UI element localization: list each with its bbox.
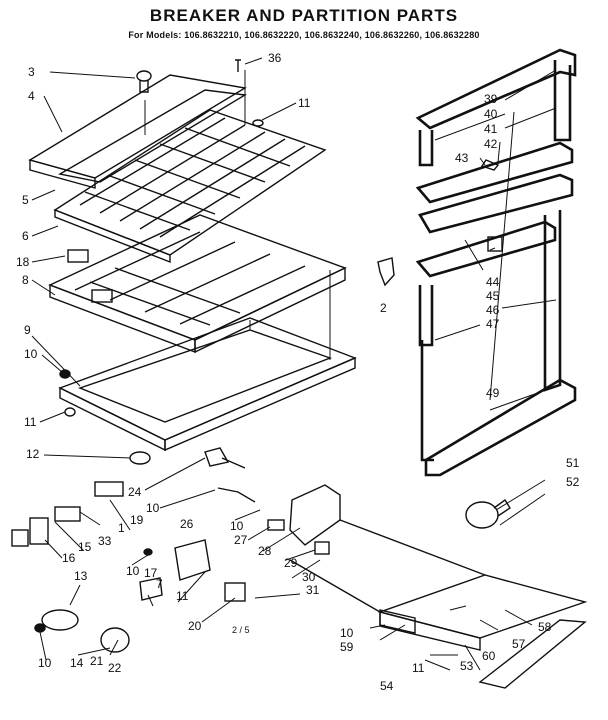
callout-24: 24	[128, 485, 142, 499]
callout-39: 39	[484, 92, 498, 106]
partition-tray	[48, 214, 347, 354]
callout-11-d: 11	[412, 661, 425, 675]
callout-21: 21	[90, 654, 104, 668]
callout-8: 8	[22, 273, 29, 287]
callout-10-e: 10	[340, 626, 354, 640]
callout-29: 29	[284, 556, 298, 570]
callout-2: 2	[380, 301, 387, 315]
callout-33: 33	[98, 534, 112, 548]
model-numbers: For Models: 106.8632210, 106.8632220, 10…	[128, 30, 480, 40]
callout-13: 13	[74, 569, 88, 583]
callout-47: 47	[486, 317, 500, 331]
callout-51: 51	[566, 456, 580, 470]
callout-9: 9	[24, 323, 31, 337]
callout-60: 60	[482, 649, 496, 663]
diagram-title: BREAKER AND PARTITION PARTS	[149, 6, 459, 25]
callout-22: 22	[108, 661, 122, 675]
callout-10-frame: 10	[24, 347, 38, 361]
callout-57: 57	[512, 637, 526, 651]
callout-11-frame: 11	[24, 415, 37, 429]
clip-part-2	[377, 257, 395, 287]
callout-52: 52	[566, 475, 580, 489]
callout-58: 58	[538, 620, 552, 634]
callout-1: 1	[118, 521, 125, 535]
callout-3: 3	[28, 65, 35, 79]
bottom-frame	[58, 317, 357, 452]
callout-4: 4	[28, 89, 35, 103]
callout-49: 49	[486, 386, 500, 400]
leader-lines	[31, 57, 561, 671]
callout-59: 59	[340, 640, 354, 654]
partition-grille	[53, 109, 327, 264]
callout-19: 19	[130, 513, 144, 527]
callout-10-f: 10	[38, 656, 52, 670]
page-mark: 2 / 5	[232, 625, 250, 635]
callout-6: 6	[22, 229, 29, 243]
callout-15: 15	[78, 540, 92, 554]
callout-43: 43	[455, 151, 469, 165]
callout-20: 20	[188, 619, 202, 633]
callout-40: 40	[484, 107, 498, 121]
callout-11-c: 11	[176, 589, 189, 603]
callout-18: 18	[16, 255, 30, 269]
callout-54: 54	[380, 679, 394, 693]
callout-16: 16	[62, 551, 76, 565]
callout-10-b: 10	[146, 501, 160, 515]
callout-53: 53	[460, 659, 474, 673]
callout-41: 41	[484, 122, 498, 136]
callout-30: 30	[302, 570, 316, 584]
callout-44: 44	[486, 275, 500, 289]
callout-45: 45	[486, 289, 500, 303]
callout-10-c: 10	[230, 519, 244, 533]
bottom-rail	[289, 519, 588, 689]
callout-11-top: 11	[298, 96, 311, 110]
callout-10-d: 10	[126, 564, 140, 578]
callout-17: 17	[144, 566, 158, 580]
callout-46: 46	[486, 303, 500, 317]
control-parts	[11, 447, 341, 653]
callout-36: 36	[268, 51, 282, 65]
light-bulb	[465, 498, 511, 529]
callout-7: 7	[156, 577, 163, 591]
callout-26: 26	[180, 517, 194, 531]
callout-12: 12	[26, 447, 40, 461]
callout-42: 42	[484, 137, 498, 151]
callout-14: 14	[70, 656, 84, 670]
callout-31: 31	[306, 583, 320, 597]
callout-5: 5	[22, 193, 29, 207]
callout-27: 27	[234, 533, 248, 547]
callout-28: 28	[258, 544, 272, 558]
